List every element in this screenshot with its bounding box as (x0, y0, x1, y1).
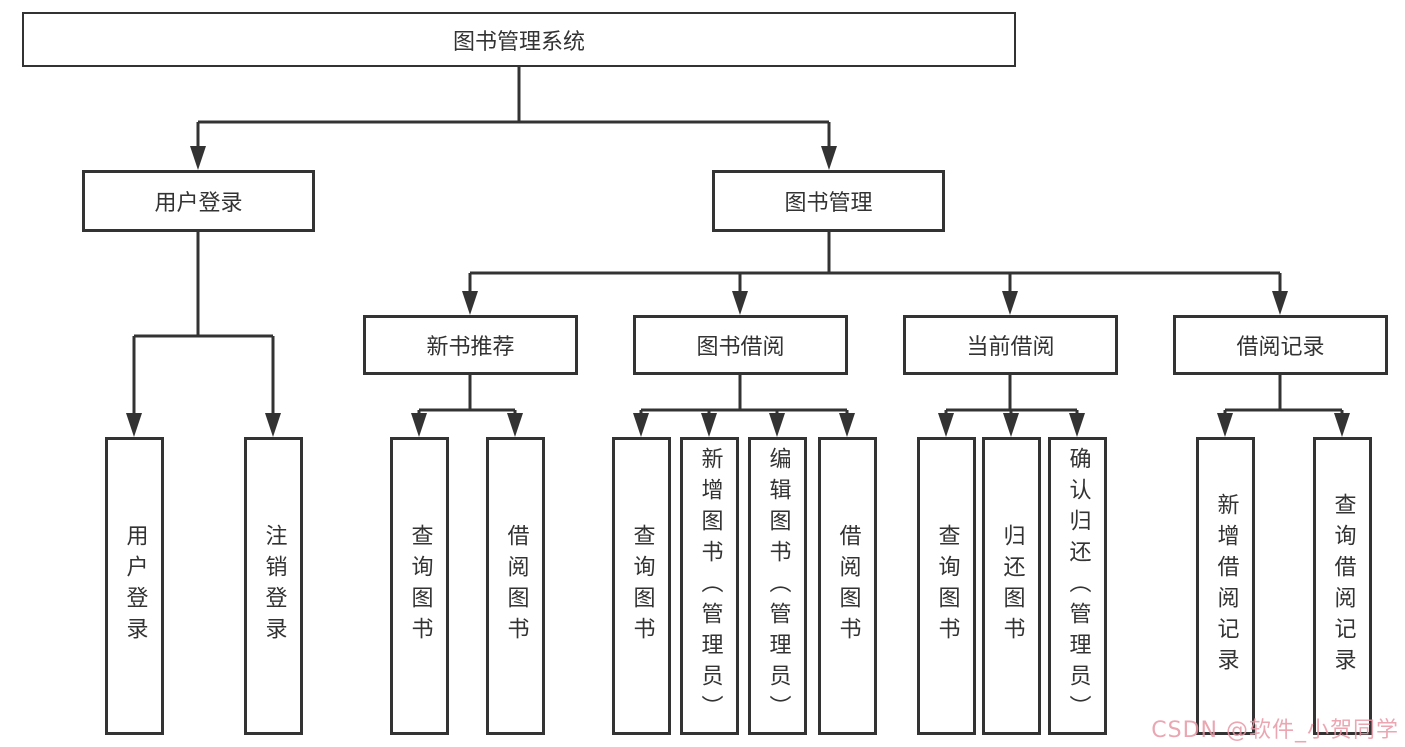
node-leaf-confirm-return-admin: 确认归还（管理员） (1048, 437, 1107, 735)
node-label: 新增借阅记录 (1213, 493, 1239, 679)
node-label: 借阅记录 (1236, 335, 1325, 360)
node-book-management: 图书管理 (712, 170, 945, 232)
node-leaf-add-books-admin: 新增图书（管理员） (680, 437, 739, 735)
node-label: 用户登录 (122, 524, 148, 648)
node-label: 查询图书 (407, 524, 433, 648)
node-leaf-query-books-3: 查询图书 (917, 437, 976, 735)
node-label: 图书管理系统 (452, 29, 585, 55)
node-borrow-records: 借阅记录 (1173, 315, 1388, 375)
node-new-book-recommend: 新书推荐 (363, 315, 578, 375)
node-leaf-logout: 注销登录 (244, 437, 303, 735)
node-leaf-query-books-1: 查询图书 (390, 437, 449, 735)
node-label: 图书管理 (784, 191, 873, 216)
node-label: 图书借阅 (696, 335, 785, 360)
node-label: 借阅图书 (835, 524, 861, 648)
node-book-borrow: 图书借阅 (633, 315, 848, 375)
node-leaf-query-books-2: 查询图书 (612, 437, 671, 735)
node-label: 编辑图书（管理员） (765, 446, 791, 726)
node-label: 查询图书 (629, 524, 655, 648)
node-leaf-return-books: 归还图书 (982, 437, 1041, 735)
node-current-borrow: 当前借阅 (903, 315, 1118, 375)
node-label: 新书推荐 (426, 335, 515, 360)
node-leaf-edit-books-admin: 编辑图书（管理员） (748, 437, 807, 735)
node-label: 新增图书（管理员） (697, 446, 723, 726)
node-leaf-borrow-books-1: 借阅图书 (486, 437, 545, 735)
node-label: 归还图书 (999, 524, 1025, 648)
node-label: 确认归还（管理员） (1065, 446, 1091, 726)
node-root-library-system: 图书管理系统 (22, 12, 1016, 67)
node-label: 用户登录 (154, 191, 243, 216)
node-label: 借阅图书 (503, 524, 529, 648)
node-label: 查询借阅记录 (1330, 493, 1356, 679)
node-leaf-user-login: 用户登录 (105, 437, 164, 735)
node-leaf-query-borrow-record: 查询借阅记录 (1313, 437, 1372, 735)
node-leaf-borrow-books-2: 借阅图书 (818, 437, 877, 735)
node-label: 注销登录 (261, 524, 287, 648)
node-label: 查询图书 (934, 524, 960, 648)
node-label: 当前借阅 (966, 335, 1055, 360)
node-user-login: 用户登录 (82, 170, 315, 232)
node-leaf-add-borrow-record: 新增借阅记录 (1196, 437, 1255, 735)
csdn-watermark: CSDN @软件_小贺同学 (1151, 718, 1399, 743)
